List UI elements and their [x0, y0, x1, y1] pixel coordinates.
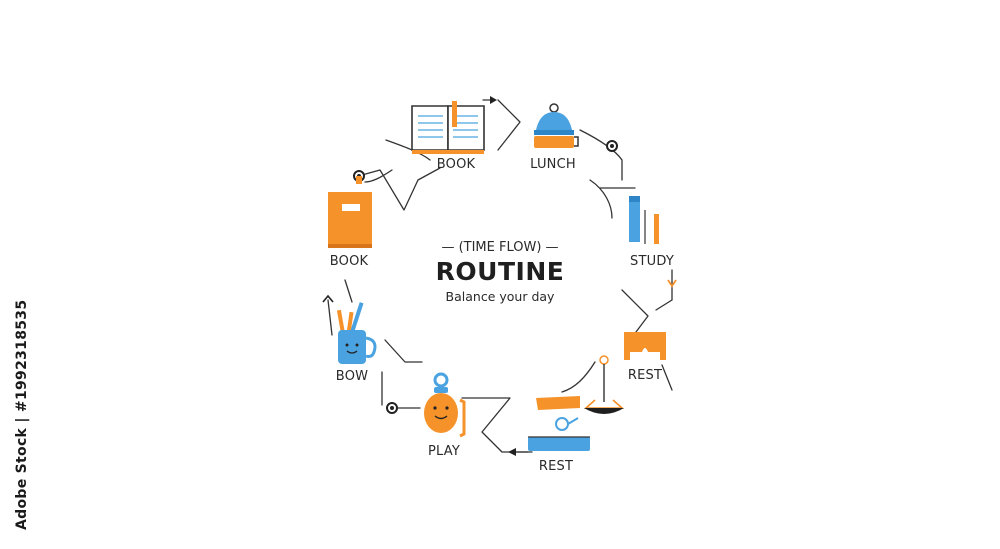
balance-icon — [583, 355, 625, 414]
connector-book-book-2 — [385, 139, 431, 161]
cycle-nodes — [322, 96, 677, 456]
connector-bath-play — [461, 397, 533, 453]
step-label-bow: BOW — [335, 369, 369, 384]
connector-rest-bath — [561, 361, 596, 393]
step-label-lunch: LUNCH — [530, 157, 576, 172]
connector-play-bow — [384, 339, 423, 363]
arrowhead-down — [667, 279, 677, 288]
center-title: ROUTINE — [435, 257, 565, 286]
stock-watermark: Adobe Stock | #1992318535 — [14, 299, 30, 530]
node-marker-dot — [390, 406, 394, 410]
arrowhead-left — [508, 448, 516, 456]
arrowhead-right — [490, 96, 497, 104]
food-cloche-icon — [534, 103, 579, 148]
connector-book-book — [361, 167, 441, 211]
stool-icon — [624, 332, 666, 360]
connector-bow-book — [327, 299, 333, 336]
pencil-ruler-icon — [629, 196, 659, 244]
open-book-icon — [411, 101, 485, 154]
step-label-rest-bath: REST — [538, 459, 574, 474]
arrowhead-up — [322, 294, 334, 303]
connector-study-rest — [655, 269, 673, 311]
step-label-book-closed: BOOK — [329, 254, 369, 269]
mug-pencils-icon — [336, 302, 377, 364]
connector-lunch-study — [579, 129, 623, 181]
toy-icon — [424, 372, 466, 438]
connector-lunch-study-2 — [589, 179, 613, 219]
bathtub-icon — [528, 396, 590, 451]
connector-rest-rest — [661, 364, 673, 391]
step-label-study: STUDY — [630, 254, 674, 269]
center-tagline: Balance your day — [445, 289, 555, 304]
connector-book-lunch — [497, 99, 521, 151]
step-label-rest: REST — [627, 368, 663, 383]
center-subtitle: — (TIME FLOW) — — [441, 240, 559, 255]
connector-bow-book-2 — [344, 279, 353, 303]
step-label-play: PLAY — [427, 444, 461, 459]
step-label-book: BOOK — [436, 157, 476, 172]
connector-book-book-3 — [364, 169, 393, 183]
closed-book-icon — [328, 176, 372, 248]
node-marker-dot — [610, 144, 614, 148]
